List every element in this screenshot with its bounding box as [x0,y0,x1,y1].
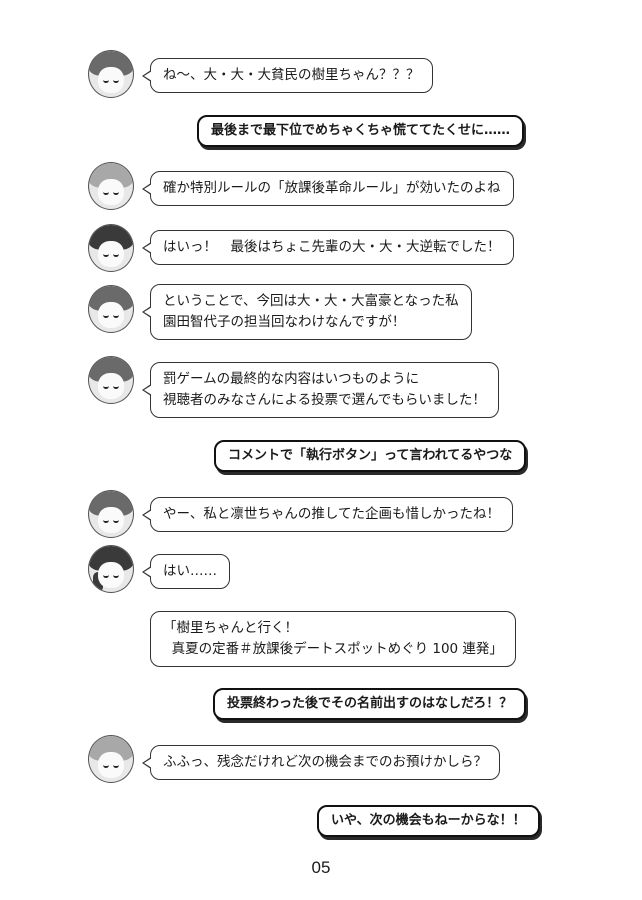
bun-hair-girl-avatar-icon [88,50,134,98]
bun-hair-girl-avatar-icon [88,356,134,404]
speech-bubble: 確か特別ルールの「放課後革命ルール」が効いたのよね [142,171,514,206]
light-hair-girl-avatar-icon [88,735,134,783]
dark-hair-girl-avatar-icon [88,224,134,272]
speech-bubble: はいっ！ 最後はちょこ先輩の大・大・大逆転でした！ [142,230,514,265]
retort-bubble: 投票終わった後でその名前出すのはなしだろ！？ [213,688,527,720]
light-hair-girl-avatar-icon [88,162,134,210]
page-number: 05 [311,858,331,877]
retort-bubble: いや、次の機会もねーからな！！ [317,805,540,837]
speech-bubble: 罰ゲームの最終的な内容はいつものように 視聴者のみなさんによる投票で選んでもらい… [142,362,499,418]
speech-bubble: ということで、今回は大・大・大富豪となった私 園田智代子の担当回なわけなんですが… [142,284,472,340]
speech-bubble: はい…… [142,554,230,589]
speech-bubble: ね〜、大・大・大貧民の樹里ちゃん？？？ [142,58,433,93]
speech-bubble: 「樹里ちゃんと行く！ 真夏の定番＃放課後デートスポットめぐり 100 連発」 [150,611,516,667]
retort-bubble: 最後まで最下位でめちゃくちゃ慌ててたくせに…… [197,115,525,147]
retort-bubble: コメントで「執行ボタン」って言われてるやつな [214,440,527,472]
side-tail-girl-avatar-icon [88,545,134,593]
speech-bubble: やー、私と凛世ちゃんの推してた企画も惜しかったね！ [142,497,513,532]
bun-hair-girl-avatar-icon [88,490,134,538]
speech-bubble: ふふっ、残念だけれど次の機会までのお預けかしら？ [142,745,500,780]
bun-hair-girl-avatar-icon [88,285,134,333]
